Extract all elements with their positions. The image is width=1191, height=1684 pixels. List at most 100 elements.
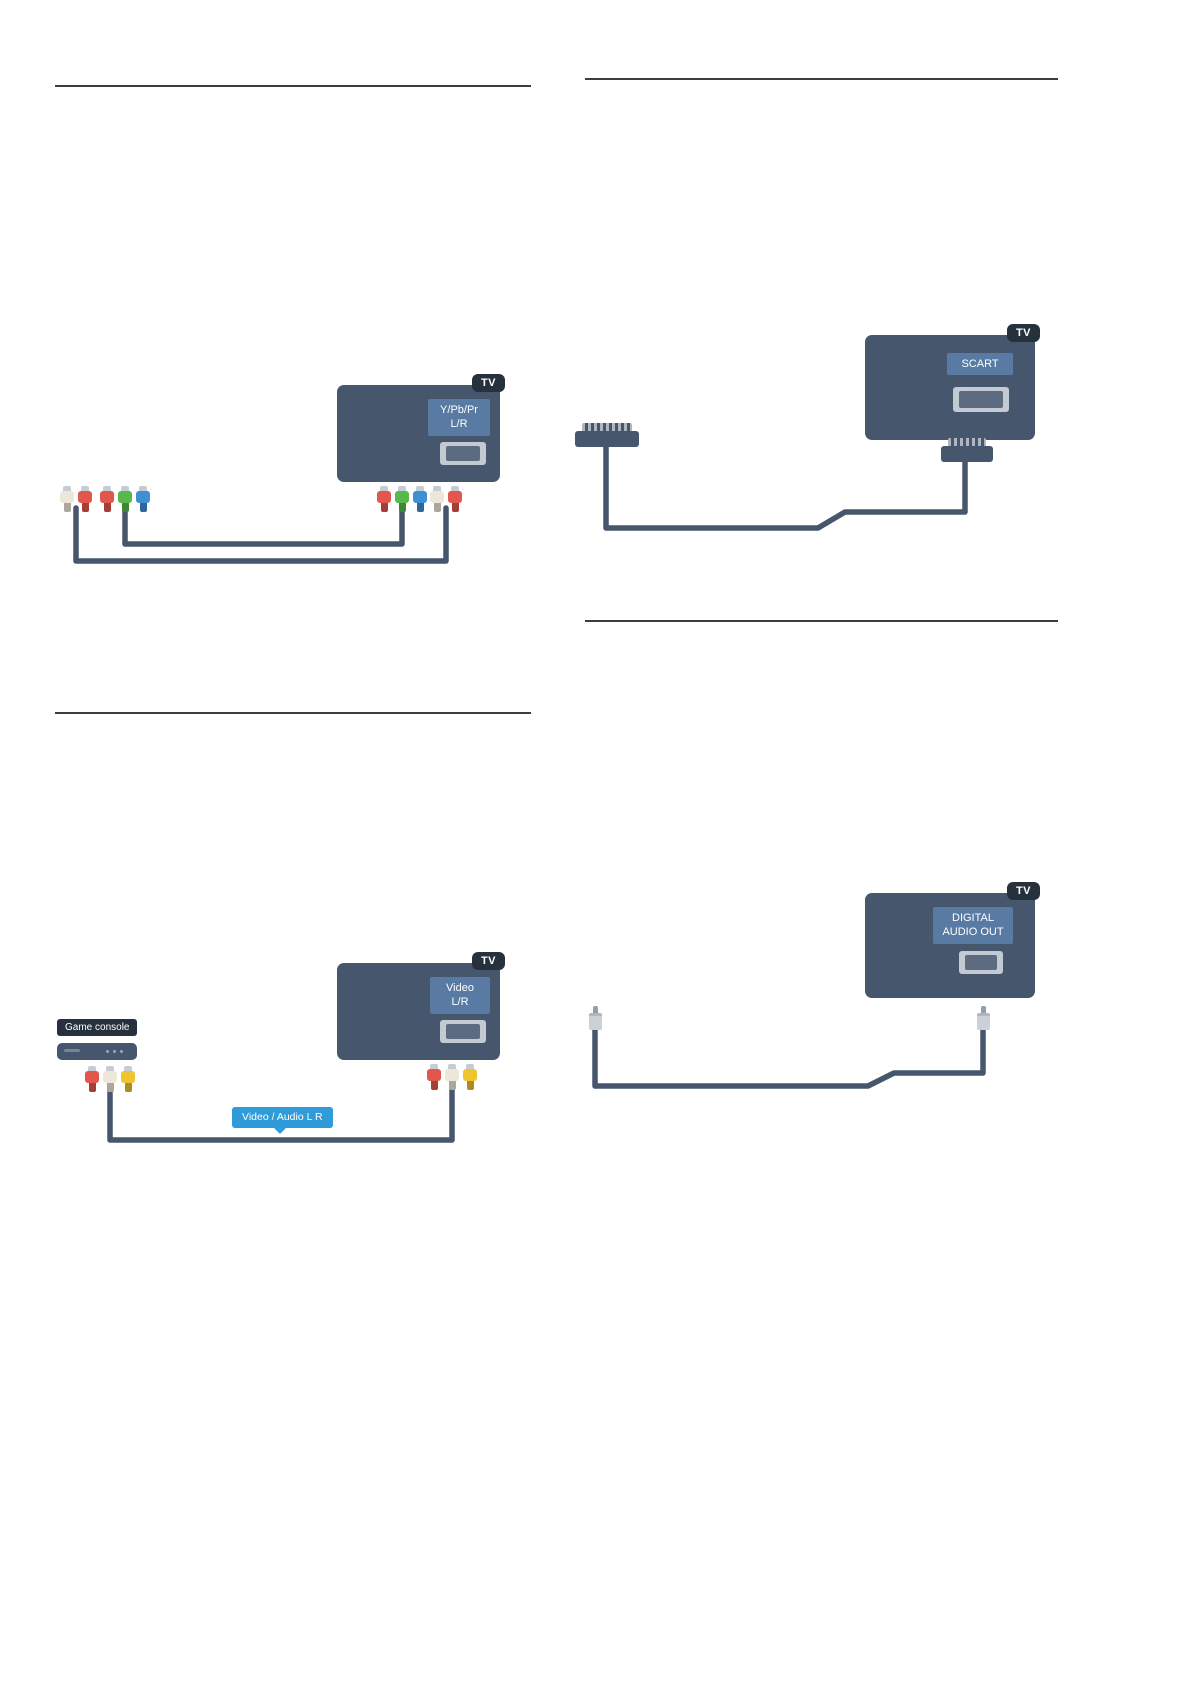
scart-body	[941, 446, 993, 462]
game-console-device	[57, 1043, 137, 1060]
console-dot	[106, 1050, 109, 1053]
rca-plug-row-left-video	[100, 486, 150, 512]
plug-stem	[433, 503, 441, 512]
coax-plug-left	[588, 1006, 602, 1030]
plug-tip	[433, 486, 441, 491]
port-label-line: DIGITAL	[952, 912, 994, 924]
port-label-video-lr: Video L/R	[430, 977, 490, 1014]
port-label-line: SCART	[961, 358, 999, 370]
red-rca-plug	[448, 486, 462, 512]
plug-tip	[139, 486, 147, 491]
game-console-label: Game console	[57, 1019, 138, 1036]
tv-device-component: TV Y/Pb/Pr L/R	[337, 374, 505, 482]
plug-stem	[103, 503, 111, 512]
port-label-line: L/R	[451, 996, 469, 1009]
red-rca-plug	[377, 486, 391, 512]
yellow-rca-plug	[121, 1066, 135, 1092]
tv-badge: TV	[1006, 882, 1040, 900]
plug-head	[463, 1069, 477, 1081]
green-rca-plug	[395, 486, 409, 512]
plug-tip	[103, 486, 111, 491]
red-rca-plug	[78, 486, 92, 512]
tv-port	[440, 1020, 486, 1043]
plug-stem	[466, 1081, 474, 1090]
tv-port	[959, 951, 1003, 974]
plug-head	[395, 491, 409, 503]
plug-stem	[81, 503, 89, 512]
plug-tip	[466, 1064, 474, 1069]
scart-body	[575, 431, 639, 447]
port-label-line: AUDIO OUT	[942, 926, 1004, 939]
blue-rca-plug	[136, 486, 150, 512]
coax-plug-body	[588, 1013, 602, 1030]
cable-path-component-audio	[73, 505, 449, 564]
red-rca-plug	[427, 1064, 441, 1090]
plug-head	[100, 491, 114, 503]
tv-device-composite: TV Video L/R	[337, 952, 505, 1060]
plug-head	[118, 491, 132, 503]
plug-head	[413, 491, 427, 503]
plug-stem	[416, 503, 424, 512]
cable-path-scart	[603, 443, 968, 531]
plug-tip	[124, 1066, 132, 1071]
rca-plug-row-console	[85, 1066, 135, 1092]
coax-plug-tip	[592, 1006, 598, 1013]
tv-badge: TV	[1006, 324, 1040, 342]
plug-tip	[398, 486, 406, 491]
plug-stem	[139, 503, 147, 512]
plug-stem	[124, 1083, 132, 1092]
rca-plug-row-tv-composite	[427, 1064, 477, 1090]
plug-tip	[106, 1066, 114, 1071]
cable-path-digital-audio	[592, 1026, 986, 1089]
tv-port	[953, 387, 1009, 412]
plug-tip	[81, 486, 89, 491]
plug-tip	[451, 486, 459, 491]
tv-badge: TV	[471, 952, 505, 970]
plug-stem	[106, 1083, 114, 1092]
plug-tip	[430, 1064, 438, 1069]
scart-connector-left	[575, 423, 639, 447]
blue-rca-plug	[413, 486, 427, 512]
white-rca-plug	[445, 1064, 459, 1090]
plug-head	[121, 1071, 135, 1083]
section-divider	[585, 78, 1058, 80]
plug-stem	[398, 503, 406, 512]
port-label-digital-audio: DIGITAL AUDIO OUT	[933, 907, 1013, 944]
console-dot	[113, 1050, 116, 1053]
port-label-line: Y/Pb/Pr	[440, 404, 478, 416]
plug-stem	[380, 503, 388, 512]
plug-tip	[88, 1066, 96, 1071]
plug-head	[430, 491, 444, 503]
cable-callout-video-audio: Video / Audio L R	[232, 1107, 333, 1134]
plug-head	[103, 1071, 117, 1083]
plug-stem	[451, 503, 459, 512]
red-rca-plug	[100, 486, 114, 512]
red-rca-plug	[85, 1066, 99, 1092]
section-divider	[55, 712, 531, 714]
scart-pins	[582, 423, 632, 431]
plug-tip	[448, 1064, 456, 1069]
plug-head	[60, 491, 74, 503]
plug-tip	[63, 486, 71, 491]
plug-tip	[380, 486, 388, 491]
plug-stem	[430, 1081, 438, 1090]
port-label-line: L/R	[450, 418, 468, 431]
coax-plug-right	[976, 1006, 990, 1030]
yellow-rca-plug	[463, 1064, 477, 1090]
tv-device-digital-audio: TV DIGITAL AUDIO OUT	[865, 882, 1040, 998]
white-rca-plug	[60, 486, 74, 512]
port-label-scart: SCART	[947, 353, 1013, 376]
plug-stem	[63, 503, 71, 512]
rca-plug-row-left-audio	[60, 486, 92, 512]
console-dot	[120, 1050, 123, 1053]
cable-path-component-video	[122, 505, 405, 547]
plug-head	[427, 1069, 441, 1081]
plug-head	[136, 491, 150, 503]
rca-plug-row-right-audio	[430, 486, 462, 512]
scart-pins	[948, 438, 986, 446]
plug-head	[78, 491, 92, 503]
plug-stem	[121, 503, 129, 512]
tv-badge: TV	[471, 374, 505, 392]
